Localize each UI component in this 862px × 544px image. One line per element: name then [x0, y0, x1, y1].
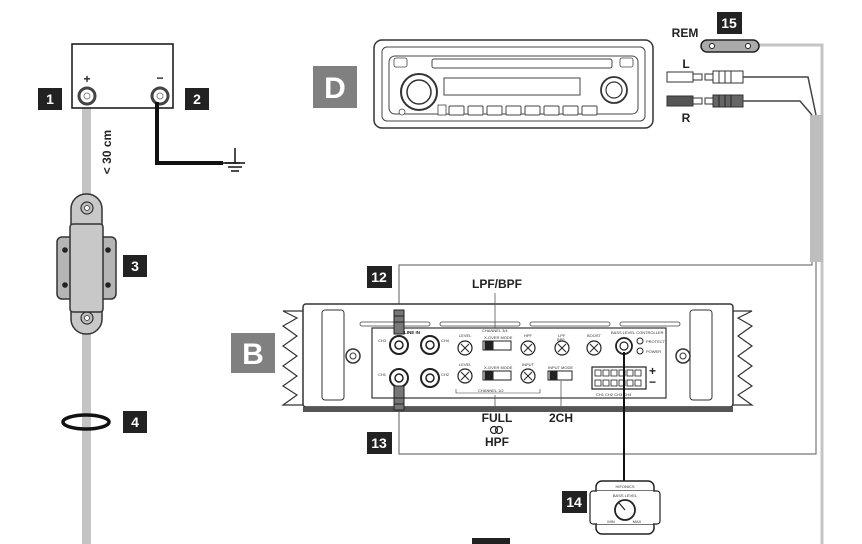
- bottom-tab: [472, 538, 510, 544]
- badge-14: 14: [562, 491, 587, 513]
- section-b-badge: B: [231, 333, 275, 373]
- xover-switch-top: [482, 340, 512, 351]
- svg-text:+: +: [649, 364, 656, 378]
- svg-text:3: 3: [131, 258, 139, 274]
- svg-text:CH2: CH2: [441, 372, 450, 377]
- svg-text:LPF: LPF: [558, 333, 566, 338]
- head-unit: [373, 39, 654, 129]
- battery: + −: [71, 43, 174, 109]
- svg-text:CHANNEL 3/4: CHANNEL 3/4: [482, 328, 508, 333]
- svg-text:CHANNEL 1/2: CHANNEL 1/2: [478, 388, 504, 393]
- svg-text:LEVEL: LEVEL: [459, 333, 472, 338]
- svg-text:B: B: [242, 338, 264, 371]
- xover-switch-bottom: [482, 370, 512, 381]
- link-icon: [489, 425, 504, 435]
- rem-connector: [700, 39, 760, 53]
- full-label: FULL: [482, 411, 513, 425]
- svg-text:BASS LEVEL: BASS LEVEL: [613, 493, 638, 498]
- input-mode-switch: [547, 370, 573, 381]
- cable-sleeve: [810, 115, 823, 262]
- svg-text:4: 4: [131, 414, 139, 430]
- svg-text:BPF: BPF: [557, 337, 565, 342]
- badge-4: 4: [123, 411, 147, 433]
- svg-text:CH3: CH3: [378, 338, 387, 343]
- svg-text:CH4: CH4: [441, 338, 450, 343]
- svg-text:14: 14: [566, 494, 582, 510]
- svg-text:MIN: MIN: [607, 519, 614, 524]
- svg-text:15: 15: [721, 15, 737, 31]
- two-ch-label: 2CH: [549, 411, 573, 425]
- svg-text:BASS LEVEL CONTROLLER: BASS LEVEL CONTROLLER: [611, 330, 664, 335]
- svg-text:1: 1: [46, 91, 54, 107]
- svg-text:CH1 CH2 CH3 CH4: CH1 CH2 CH3 CH4: [596, 392, 632, 397]
- rca-cable-left: [666, 70, 817, 116]
- distance-label: < 30 cm: [100, 130, 114, 174]
- svg-text:INPUT MODE: INPUT MODE: [548, 365, 573, 370]
- svg-text:PROTECT: PROTECT: [646, 339, 666, 344]
- amplifier: LINE IN CH3 CH4 CH1 CH2 LEVEL HPF LPF BP…: [281, 303, 754, 412]
- ground-symbol: [225, 162, 245, 172]
- svg-text:INPUT: INPUT: [522, 362, 535, 367]
- svg-text:CH1: CH1: [378, 372, 387, 377]
- battery-minus-label: −: [156, 71, 163, 85]
- svg-text:HIFONICS: HIFONICS: [615, 484, 634, 489]
- rca-plug-top: [393, 309, 405, 335]
- remote-cable: [758, 43, 824, 544]
- svg-text:12: 12: [371, 269, 387, 285]
- svg-text:MAX: MAX: [633, 519, 642, 524]
- grommet: [61, 413, 111, 431]
- badge-15: 15: [717, 12, 742, 34]
- badge-1: 1: [38, 88, 62, 110]
- svg-text:D: D: [324, 72, 346, 105]
- rca-left-label: L: [682, 57, 689, 71]
- battery-plus-label: +: [83, 72, 90, 86]
- svg-text:LEVEL: LEVEL: [459, 362, 472, 367]
- svg-text:2: 2: [193, 91, 201, 107]
- fuse-holder: [56, 193, 117, 335]
- ground-wire: [155, 102, 240, 165]
- badge-12: 12: [367, 266, 392, 288]
- preset-buttons: [448, 105, 598, 116]
- svg-text:X-OVER MODE: X-OVER MODE: [484, 335, 513, 340]
- badge-3: 3: [123, 255, 147, 277]
- rem-label: REM: [672, 26, 699, 40]
- svg-text:POWER: POWER: [646, 349, 661, 354]
- badge-13: 13: [367, 432, 392, 454]
- hpf-label: HPF: [485, 435, 509, 449]
- section-d-badge: D: [313, 66, 357, 108]
- badge-2: 2: [185, 88, 209, 110]
- rca-right-label: R: [682, 111, 691, 125]
- rca-cable-right: [666, 94, 813, 116]
- svg-text:BOOST: BOOST: [587, 333, 602, 338]
- lpf-bpf-label: LPF/BPF: [472, 277, 522, 291]
- bass-remote: HIFONICS BASS LEVEL MIN MAX: [589, 480, 661, 535]
- rca-plug-bottom: [393, 385, 405, 411]
- svg-text:HPF: HPF: [524, 333, 533, 338]
- svg-text:13: 13: [371, 435, 387, 451]
- signal-lines: [398, 262, 817, 455]
- svg-text:LINE IN: LINE IN: [404, 330, 420, 335]
- svg-text:X-OVER MODE: X-OVER MODE: [484, 365, 513, 370]
- svg-text:−: −: [649, 375, 656, 389]
